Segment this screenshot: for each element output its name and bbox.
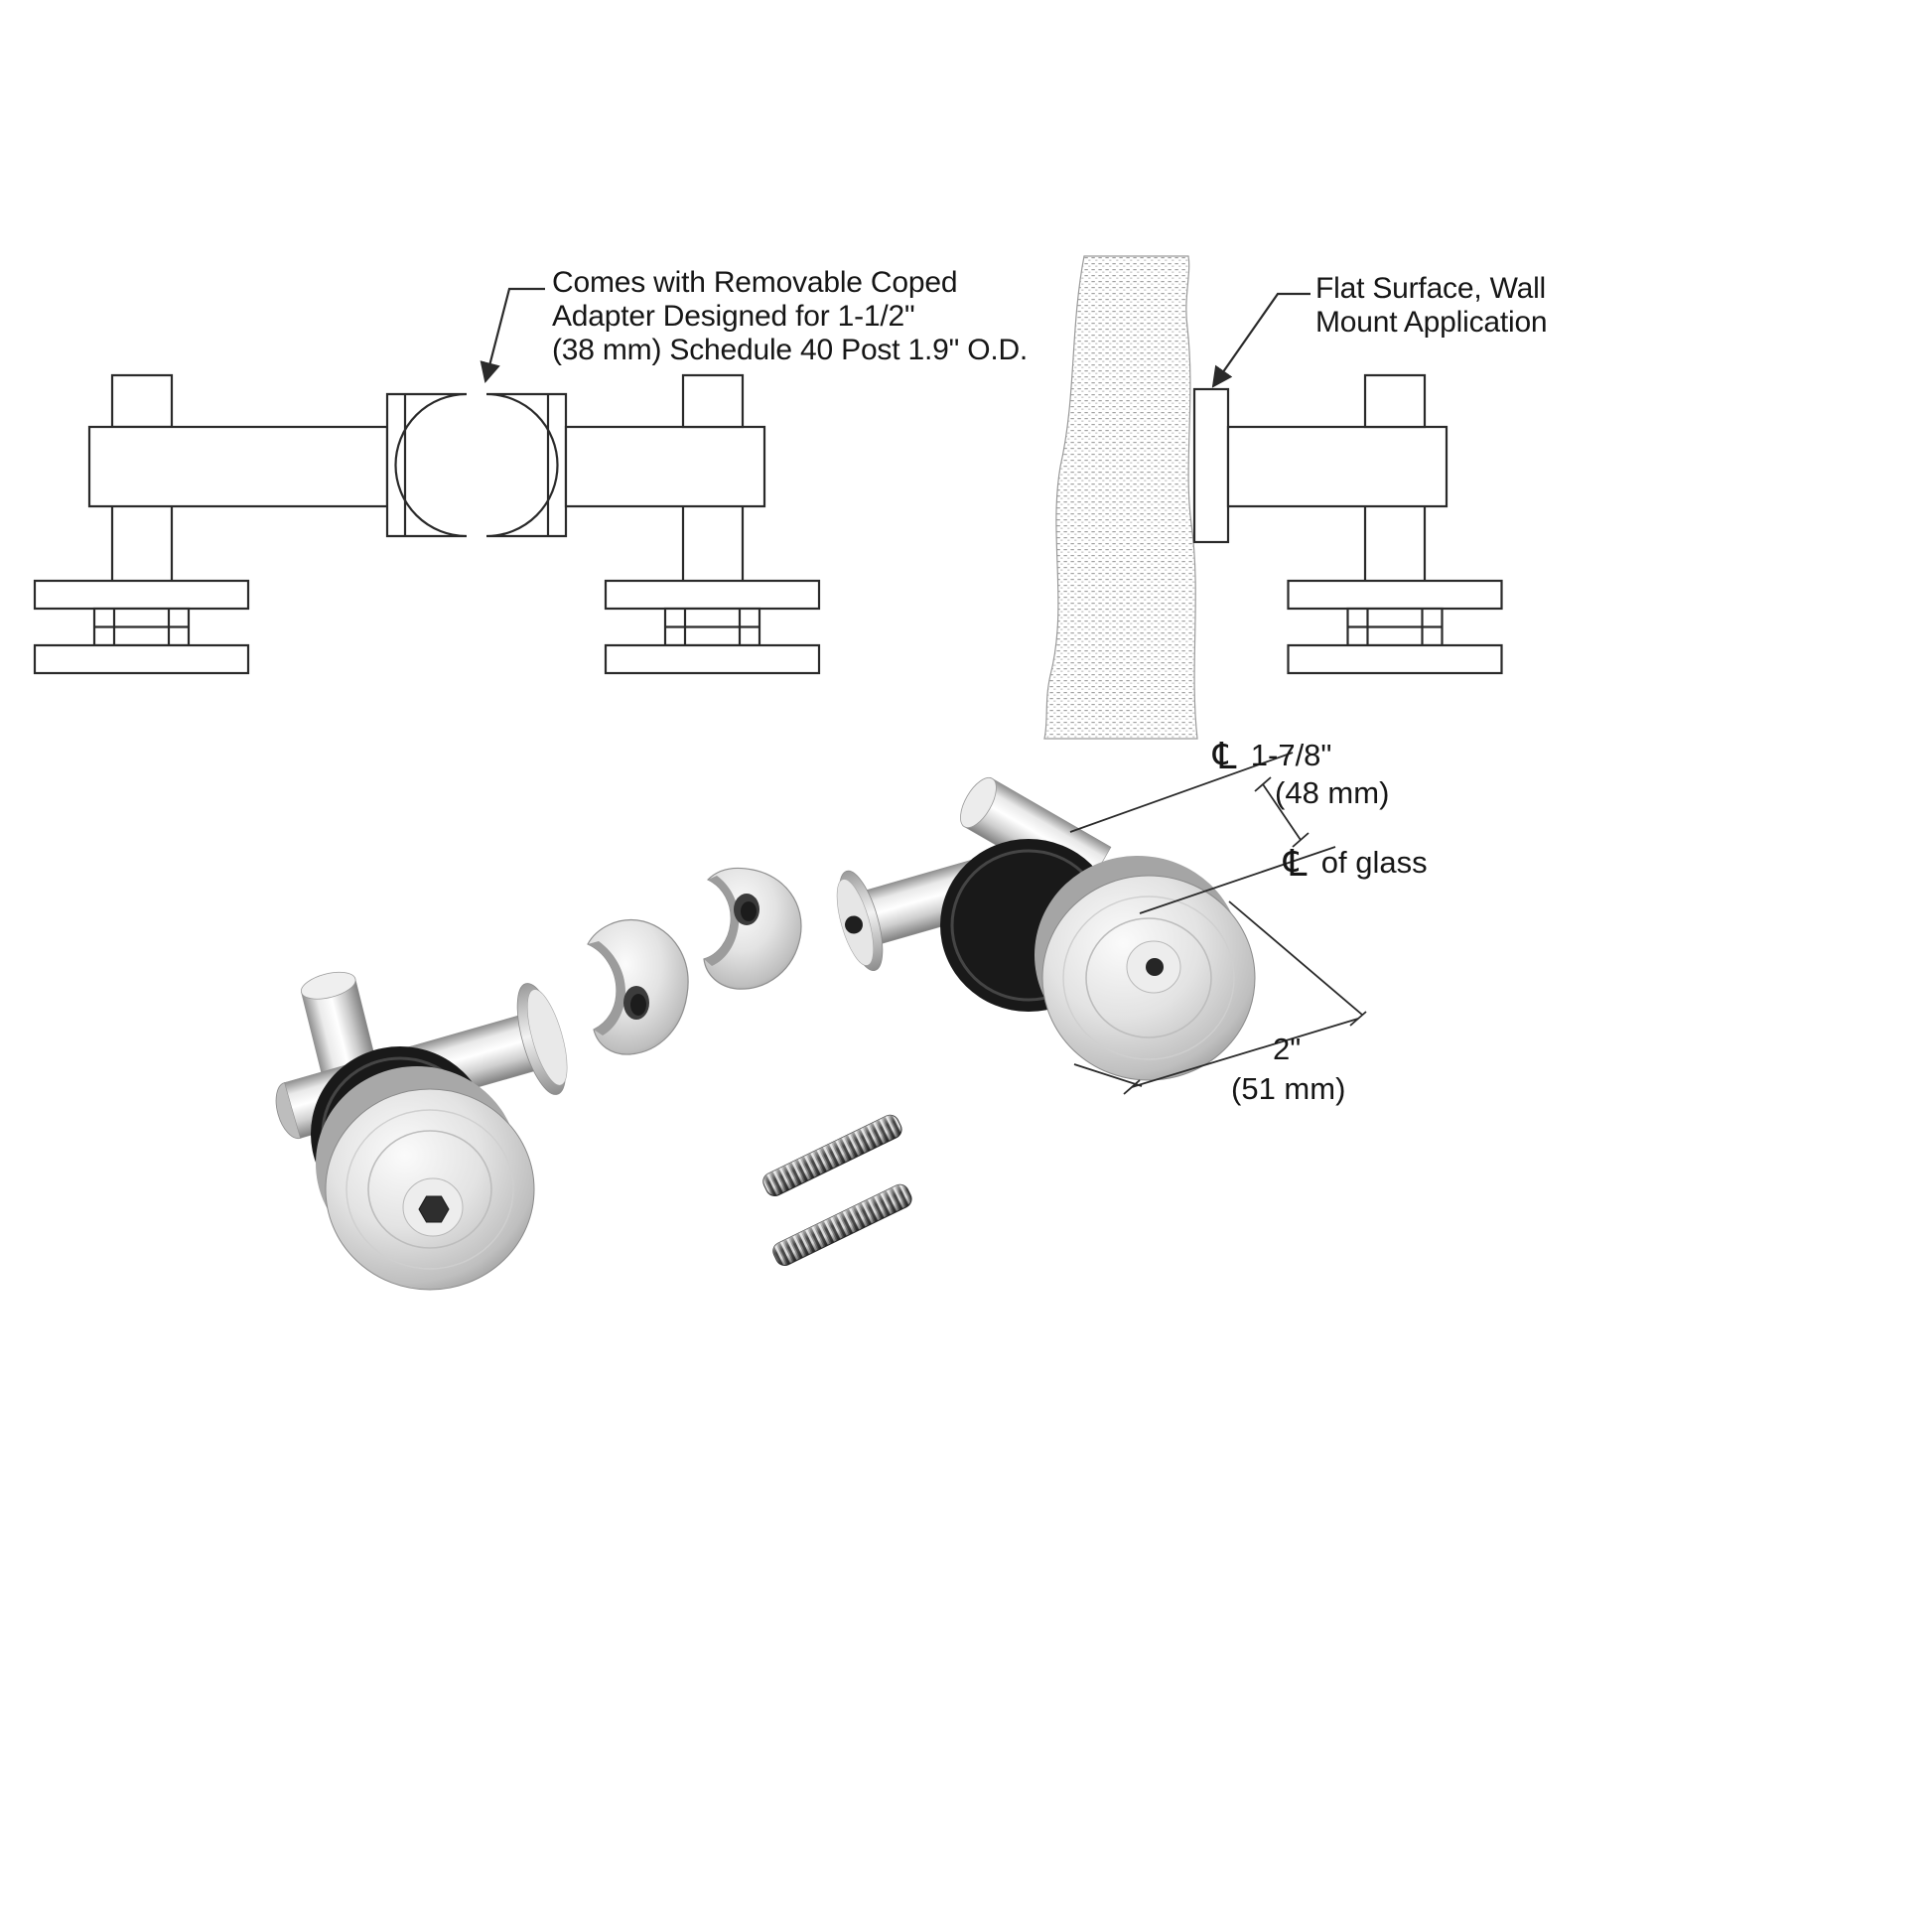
dimension-tick <box>1254 776 1272 792</box>
adapter-side-face <box>588 941 625 1035</box>
diameter-dimension-line <box>1131 1018 1359 1088</box>
machining-ring <box>1085 917 1212 1038</box>
coped-adapter-profile <box>485 392 568 538</box>
coped-adapter-piece-1 <box>587 919 689 1055</box>
callout-coped-adapter: Comes with Removable Coped Adapter Desig… <box>552 266 1028 367</box>
threaded-stud-2 <box>772 1183 912 1267</box>
standoff-assembly-right <box>836 776 1256 1081</box>
cylinder-end-face <box>301 971 356 1000</box>
glass-clamp-flange <box>1287 579 1503 675</box>
adapter-hole-inner <box>741 901 757 921</box>
coped-adapter-piece-2 <box>703 867 802 990</box>
extension-line-glass-centerline <box>1139 846 1336 914</box>
post-stub <box>1363 373 1427 429</box>
callout-wall-mount-line2: Mount Application <box>1315 306 1548 339</box>
dimension-offset: ℄ 1-7/8" <box>1213 735 1331 777</box>
post-stub <box>681 373 745 429</box>
post-clamp-drawing-left <box>33 373 468 675</box>
center-hole <box>1146 958 1164 976</box>
coped-adapter-leader-line <box>480 287 545 384</box>
callout-coped-adapter-line2: Adapter Designed for 1-1/2" <box>552 300 915 333</box>
machining-ring <box>345 1109 514 1270</box>
dimension-lines <box>1069 752 1367 1095</box>
glass-clamp-flange <box>33 579 250 675</box>
wall-hatch <box>1043 255 1198 740</box>
threaded-stud-1 <box>762 1114 902 1197</box>
centerline-symbol: ℄ <box>1213 735 1237 777</box>
extension-line-disc-bottom <box>1073 1063 1143 1087</box>
wall-mount-leader-line <box>1211 292 1311 388</box>
wall-mount-plate <box>1192 387 1230 544</box>
extension-line-post-centerline <box>1069 752 1294 833</box>
callout-coped-adapter-line1: Comes with Removable Coped <box>552 266 958 299</box>
coped-adapter-profile <box>385 392 468 538</box>
dimension-glass-label: of glass <box>1320 845 1428 880</box>
clamp-body <box>564 425 766 508</box>
dimension-diameter-metric: (51 mm) <box>1231 1071 1346 1106</box>
hex-socket <box>418 1195 450 1223</box>
post-stub <box>110 373 174 429</box>
dimension-glass-centerline: ℄ of glass <box>1284 842 1428 885</box>
machining-ring <box>367 1130 492 1249</box>
dimension-offset-value: 1-7/8" <box>1250 738 1332 772</box>
machining-ring <box>1062 896 1235 1060</box>
centerline-symbol: ℄ <box>1284 842 1308 885</box>
clamp-body <box>1226 425 1449 508</box>
wall-mount-drawing <box>1043 255 1503 740</box>
glass-clamp-flange <box>604 579 821 675</box>
clamp-body <box>87 425 389 508</box>
dimension-tick <box>1292 832 1310 848</box>
adapter-hole-inner <box>630 994 646 1016</box>
post-clamp-drawing-right <box>485 373 821 675</box>
offset-dimension-line <box>1262 783 1302 841</box>
callout-wall-mount: Flat Surface, Wall Mount Application <box>1315 272 1548 340</box>
adapter-side-face <box>704 876 740 966</box>
dimension-tick <box>1123 1079 1141 1095</box>
callout-coped-adapter-line3: (38 mm) Schedule 40 Post 1.9" O.D. <box>552 334 1029 366</box>
extension-line-disc-top <box>1228 900 1363 1016</box>
flange-hole <box>844 915 863 934</box>
cylinder-end-face <box>960 776 997 829</box>
end-flange-face <box>526 989 568 1086</box>
dimension-offset-metric: (48 mm) <box>1275 775 1390 810</box>
dimension-diameter-value: 2" <box>1273 1032 1302 1066</box>
standoff-assembly-left <box>275 971 568 1291</box>
dimension-tick <box>1349 1011 1367 1027</box>
callout-wall-mount-line1: Flat Surface, Wall <box>1315 272 1547 305</box>
